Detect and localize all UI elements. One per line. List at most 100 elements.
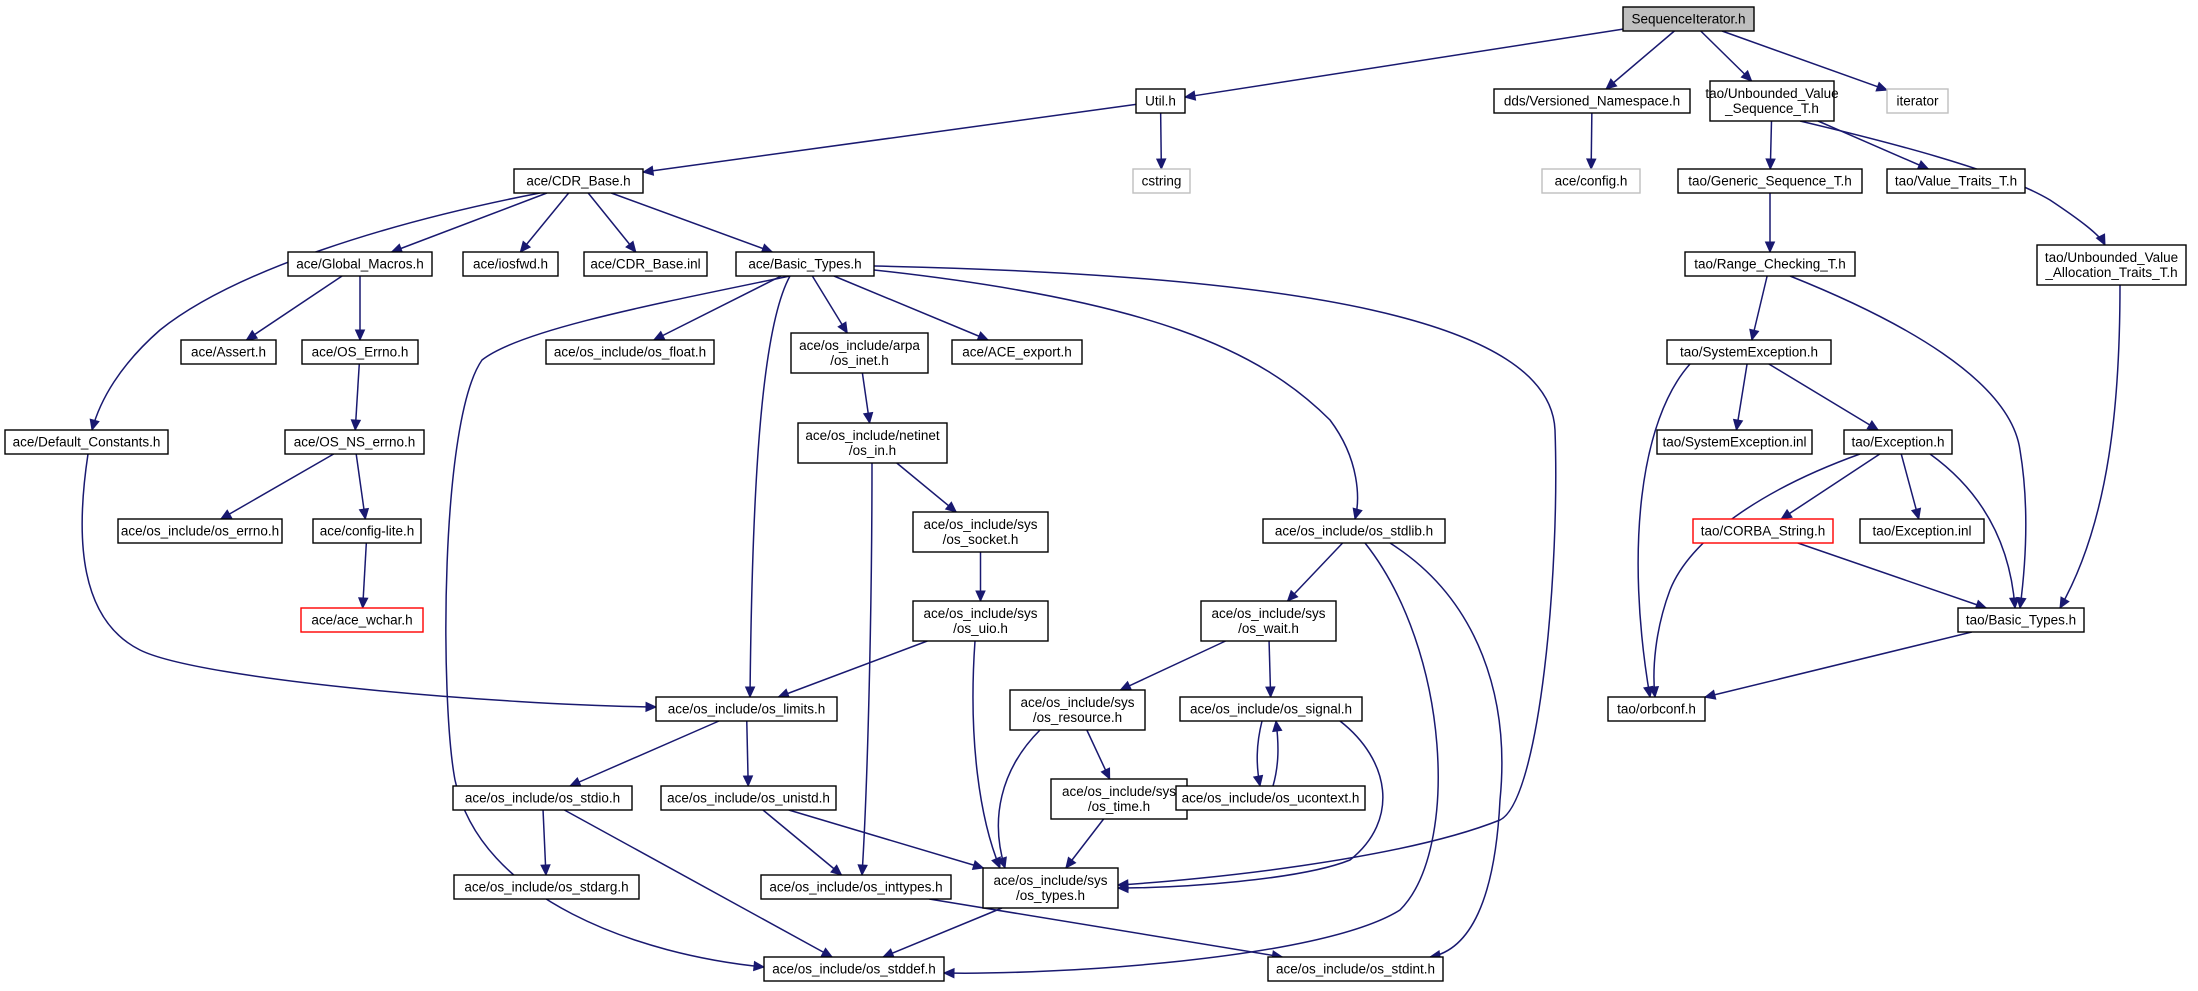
node-tao-ubva[interactable]: tao/Unbounded_Value_Allocation_Traits_T.…: [2036, 244, 2187, 286]
node-cstring[interactable]: cstring: [1132, 168, 1191, 194]
node-sys-socket[interactable]: ace/os_include/sys/os_socket.h: [912, 511, 1049, 553]
node-os-stdarg[interactable]: ace/os_include/os_stdarg.h: [453, 874, 640, 900]
node-os-include-errno[interactable]: ace/os_include/os_errno.h: [117, 518, 283, 544]
node-os-ns-errno[interactable]: ace/OS_NS_errno.h: [284, 429, 425, 455]
node-cdr-base[interactable]: ace/CDR_Base.h: [513, 168, 644, 194]
node-label: ace/os_include/sys: [1020, 695, 1134, 710]
node-tao-orbconf[interactable]: tao/orbconf.h: [1607, 696, 1706, 722]
edge-tao_range-to-tao_sysexc: [1749, 275, 1768, 342]
node-label: ace/config.h: [1555, 174, 1628, 189]
node-label: dds/Versioned_Namespace.h: [1504, 94, 1680, 109]
node-root[interactable]: SequenceIterator.h: [1622, 6, 1755, 32]
edge-cdr_base-to-ace_basic_types: [610, 192, 774, 254]
node-os-limits[interactable]: ace/os_include/os_limits.h: [655, 696, 838, 722]
node-iterator[interactable]: iterator: [1886, 88, 1949, 114]
node-os-inttypes[interactable]: ace/os_include/os_inttypes.h: [760, 874, 952, 900]
node-label: ace/os_include/os_inttypes.h: [769, 880, 942, 895]
node-dds-ns[interactable]: dds/Versioned_Namespace.h: [1493, 88, 1691, 114]
node-tao-corba-string[interactable]: tao/CORBA_String.h: [1692, 518, 1834, 544]
node-cdr-base-inl[interactable]: ace/CDR_Base.inl: [583, 251, 708, 277]
node-box: [2036, 244, 2187, 286]
node-os-errno[interactable]: ace/OS_Errno.h: [301, 339, 419, 365]
node-config-lite[interactable]: ace/config-lite.h: [312, 518, 422, 544]
node-box: [453, 874, 640, 900]
node-label: ace/os_include/os_stdio.h: [465, 791, 620, 806]
edge-global_macros-to-os_errno: [354, 276, 366, 342]
edge-sys_wait-to-os_signal: [1265, 640, 1276, 699]
node-netinet-in[interactable]: ace/os_include/netinet/os_in.h: [797, 422, 948, 464]
node-box: [1135, 88, 1186, 114]
node-arpa-inet[interactable]: ace/os_include/arpa/os_inet.h: [790, 332, 929, 374]
node-box: [660, 785, 837, 811]
node-tao-gen-seq[interactable]: tao/Generic_Sequence_T.h: [1677, 168, 1863, 194]
edge-tao_exception-to-tao_basic_types: [1929, 453, 2020, 610]
node-label: tao/CORBA_String.h: [1701, 524, 1826, 539]
edge-sys_socket-to-sys_uio: [975, 552, 986, 603]
node-label: _Allocation_Traits_T.h: [2044, 265, 2177, 280]
node-box: [312, 518, 422, 544]
edge-root-to-iterator: [1721, 30, 1889, 92]
node-os-stdlib[interactable]: ace/os_include/os_stdlib.h: [1262, 518, 1446, 544]
node-sys-time[interactable]: ace/os_include/sys/os_time.h: [1050, 778, 1188, 820]
node-tao-range[interactable]: tao/Range_Checking_T.h: [1684, 251, 1856, 277]
node-label: ace/CDR_Base.h: [526, 174, 630, 189]
node-label: /os_inet.h: [830, 353, 889, 368]
edge-tao_exception-to-tao_exception_inl: [1900, 453, 1922, 521]
node-ace-wchar[interactable]: ace/ace_wchar.h: [300, 607, 424, 633]
node-tao-exception-inl[interactable]: tao/Exception.inl: [1859, 518, 1985, 544]
node-tao-ubvs[interactable]: tao/Unbounded_Value_Sequence_T.h: [1705, 80, 1839, 122]
edge-os_ucontext-to-os_signal: [1272, 719, 1283, 787]
node-box: [797, 422, 948, 464]
node-ace-export[interactable]: ace/ACE_export.h: [951, 339, 1083, 365]
node-sys-resource[interactable]: ace/os_include/sys/os_resource.h: [1009, 689, 1146, 731]
node-box: [287, 251, 433, 277]
node-label: tao/Generic_Sequence_T.h: [1688, 174, 1852, 189]
node-label: _Sequence_T.h: [1724, 101, 1819, 116]
node-tao-basic-types[interactable]: tao/Basic_Types.h: [1957, 607, 2085, 633]
node-box: [1692, 518, 1834, 544]
node-os-unistd[interactable]: ace/os_include/os_unistd.h: [660, 785, 837, 811]
node-global-macros[interactable]: ace/Global_Macros.h: [287, 251, 433, 277]
node-label: cstring: [1142, 174, 1182, 189]
node-label: /os_time.h: [1088, 799, 1150, 814]
node-box: [1684, 251, 1856, 277]
node-label: ace/os_include/netinet: [805, 428, 940, 443]
node-ace-config[interactable]: ace/config.h: [1541, 168, 1641, 194]
node-label: ace/config-lite.h: [320, 524, 415, 539]
node-label: ace/os_include/os_stdint.h: [1276, 962, 1435, 977]
node-os-signal[interactable]: ace/os_include/os_signal.h: [1179, 696, 1363, 722]
edge-os_limits-to-os_unistd: [742, 720, 754, 788]
node-ace-basic-types[interactable]: ace/Basic_Types.h: [735, 251, 875, 277]
node-label: tao/SystemException.h: [1680, 345, 1818, 360]
edge-util-to-cstring: [1155, 112, 1167, 171]
edge-root-to-util: [1183, 28, 1624, 101]
node-box: [1132, 168, 1191, 194]
node-box: [1886, 168, 2026, 194]
node-box: [513, 168, 644, 194]
node-box: [583, 251, 708, 277]
node-label: ace/os_include/os_stdlib.h: [1275, 524, 1433, 539]
node-tao-sysexc-inl[interactable]: tao/SystemException.inl: [1656, 429, 1813, 455]
node-tao-value-traits[interactable]: tao/Value_Traits_T.h: [1886, 168, 2026, 194]
node-os-stddef[interactable]: ace/os_include/os_stddef.h: [763, 956, 945, 982]
node-label: ace/os_include/sys: [923, 517, 1037, 532]
node-box: [1886, 88, 1949, 114]
node-util[interactable]: Util.h: [1135, 88, 1186, 114]
node-iosfwd[interactable]: ace/iosfwd.h: [462, 251, 559, 277]
edge-tao_ubvs-to-tao_gen_seq: [1765, 120, 1776, 171]
node-os-float[interactable]: ace/os_include/os_float.h: [545, 339, 715, 365]
node-tao-sysexc[interactable]: tao/SystemException.h: [1666, 339, 1832, 365]
node-tao-exception[interactable]: tao/Exception.h: [1843, 429, 1953, 455]
node-sys-uio[interactable]: ace/os_include/sys/os_uio.h: [912, 600, 1049, 642]
node-sys-wait[interactable]: ace/os_include/sys/os_wait.h: [1200, 600, 1337, 642]
node-ace-assert[interactable]: ace/Assert.h: [180, 339, 277, 365]
node-os-stdint[interactable]: ace/os_include/os_stdint.h: [1267, 956, 1444, 982]
edge-config_lite-to-ace_wchar: [357, 542, 369, 610]
edge-layer: [81, 28, 2121, 979]
node-sys-types[interactable]: ace/os_include/sys/os_types.h: [982, 867, 1119, 909]
node-os-stdio[interactable]: ace/os_include/os_stdio.h: [452, 785, 633, 811]
edge-sys_uio-to-sys_types: [972, 640, 1001, 870]
node-os-ucontext[interactable]: ace/os_include/os_ucontext.h: [1175, 785, 1366, 811]
edge-os_stdlib-to-os_stddef: [942, 542, 1439, 979]
node-default-constants[interactable]: ace/Default_Constants.h: [4, 429, 169, 455]
